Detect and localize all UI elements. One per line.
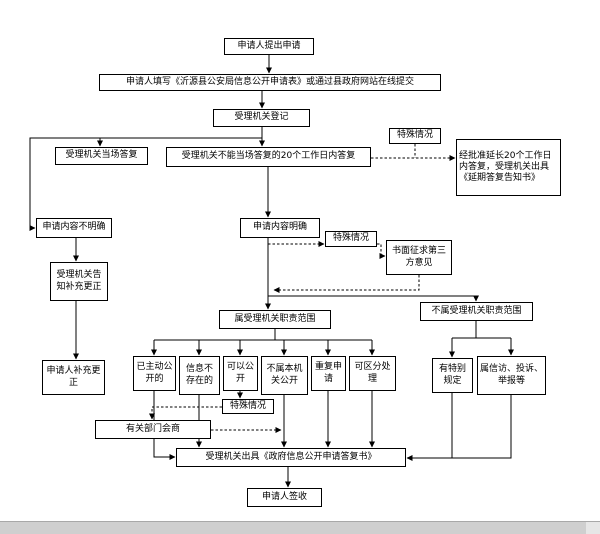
node-onspot-reply: 受理机关当场答复	[55, 147, 148, 165]
node-special-case-3: 特殊情况	[222, 399, 274, 414]
node-special-case-1: 特殊情况	[389, 128, 441, 144]
node-special-case-2: 特殊情况	[325, 231, 377, 247]
node-extended-reply: 经批准延长20个工作日内答复，受理机关出具《延期答复告知书》	[456, 139, 561, 196]
node-special-provisions: 有特别规定	[432, 358, 473, 393]
node-reply-20-days: 受理机关不能当场答复的20个工作日内答复	[166, 147, 371, 167]
node-can-disclose: 可以公开	[223, 356, 258, 391]
node-outside-scope: 不属受理机关职责范围	[420, 302, 533, 321]
node-third-party-opinion: 书面征求第三方意见	[386, 240, 452, 275]
node-repeated-application: 重复申请	[311, 356, 346, 391]
node-fill-form: 申请人填写《沂源县公安局信息公开申请表》或通过县政府网站在线提交	[99, 74, 441, 91]
scrollbar-corner	[586, 522, 600, 534]
node-content-unclear: 申请内容不明确	[36, 218, 112, 238]
node-info-not-exist: 信息不存在的	[179, 356, 220, 395]
node-applicant-supplements: 申请人补充更正	[42, 360, 105, 395]
node-applicant-submits: 申请人提出申请	[224, 38, 314, 55]
node-within-scope: 属受理机关职责范围	[219, 310, 331, 329]
node-notify-supplement: 受理机关告知补充更正	[50, 262, 108, 301]
node-separable-handling: 可区分处理	[349, 356, 396, 391]
node-department-consultation: 有关部门会商	[95, 420, 211, 439]
node-register: 受理机关登记	[213, 109, 310, 127]
horizontal-scrollbar[interactable]	[0, 521, 600, 534]
node-not-this-authority: 不属本机关公开	[261, 356, 308, 395]
node-applicant-signs: 申请人签收	[247, 488, 322, 507]
dashed-connectors	[149, 144, 456, 433]
node-content-clear: 申请内容明确	[240, 218, 320, 238]
node-petition-complaint: 属信访、投诉、举报等	[477, 356, 546, 395]
node-already-disclosed: 已主动公开的	[133, 356, 176, 391]
node-issue-reply-document: 受理机关出具《政府信息公开申请答复书》	[176, 448, 406, 467]
